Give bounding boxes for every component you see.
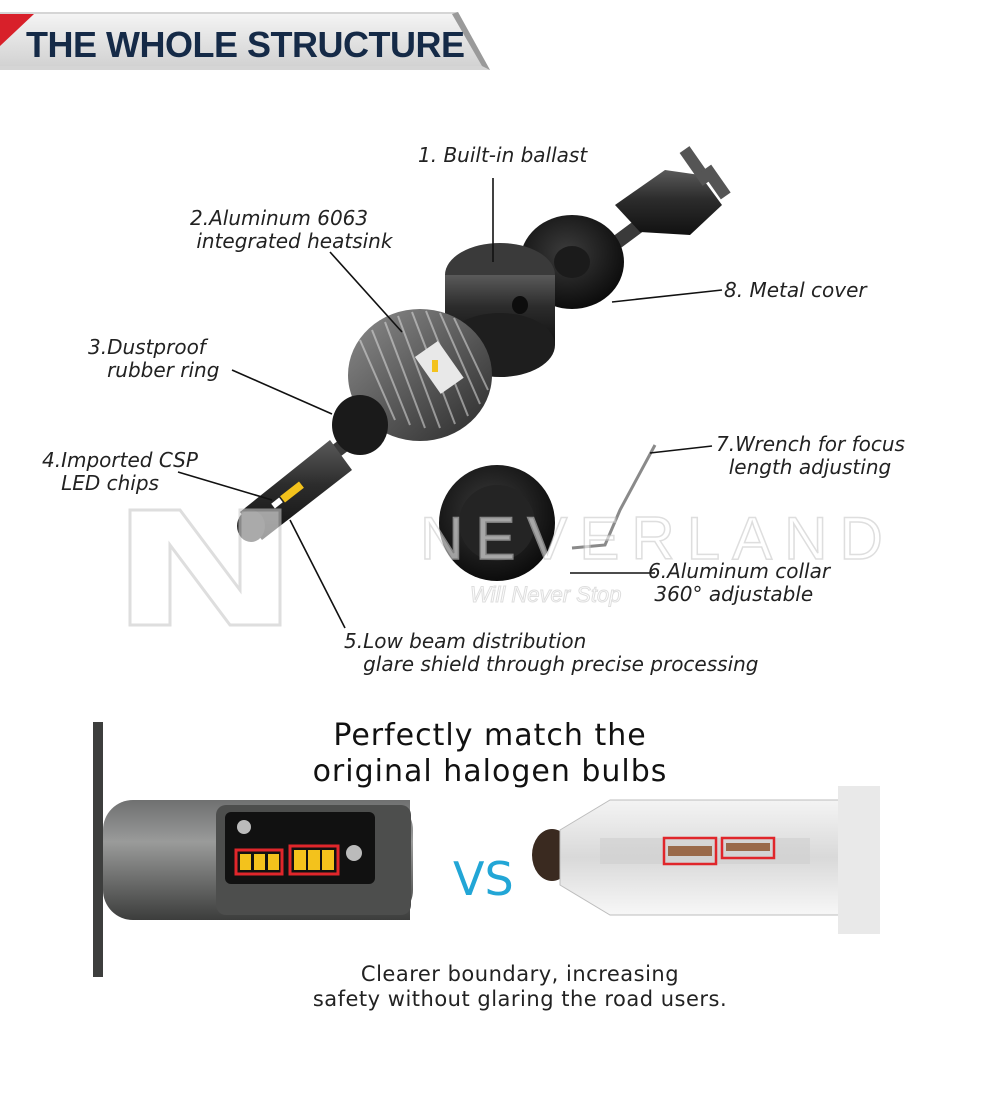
led-bulb-closeup (93, 722, 413, 977)
callout-metal-cover: 8. Metal cover (724, 278, 867, 302)
heatsink-fins (348, 309, 492, 441)
page-title: THE WHOLE STRUCTURE (26, 24, 465, 65)
callout-led-chips: 4.Imported CSP LED chips (42, 448, 198, 495)
focus-wrench (571, 444, 657, 550)
watermark-logo (128, 508, 282, 627)
halogen-filament-highlight-right (720, 836, 776, 860)
exploded-bulb-diagram (177, 146, 731, 629)
banner-accent-triangle (0, 14, 34, 46)
callout-built-in-ballast: 1. Built-in ballast (418, 143, 588, 167)
comparison-title: Perfectly match the original halogen bul… (312, 718, 668, 789)
callout-aluminum-collar: 6.Aluminum collar 360° adjustable (648, 559, 831, 606)
header-banner (0, 12, 490, 70)
vs-label: VS (453, 852, 514, 906)
halogen-bulb (532, 786, 880, 934)
connector-plug (615, 146, 731, 235)
callout-rubber-ring: 3.Dustproof rubber ring (88, 335, 220, 382)
watermark: NEVERLAND Will Never Stop (120, 490, 900, 640)
led-chip-highlight-right (288, 844, 340, 876)
ballast-cylinder (445, 243, 555, 377)
watermark-tagline: Will Never Stop (469, 582, 622, 608)
callout-focus-wrench: 7.Wrench for focus length adjusting (716, 432, 905, 479)
watermark-brand: NEVERLAND (419, 504, 895, 573)
comparison-panel (93, 722, 880, 977)
comparison-note: Clearer boundary, increasing safety with… (312, 962, 728, 1011)
aluminum-collar (439, 465, 555, 581)
callout-heatsink: 2.Aluminum 6063 integrated heatsink (190, 206, 393, 253)
rubber-ring (332, 395, 388, 455)
led-chip-highlight-left (234, 848, 284, 876)
halogen-filament-highlight-left (662, 836, 718, 866)
callout-glare-shield: 5.Low beam distribution glare shield thr… (344, 629, 759, 676)
